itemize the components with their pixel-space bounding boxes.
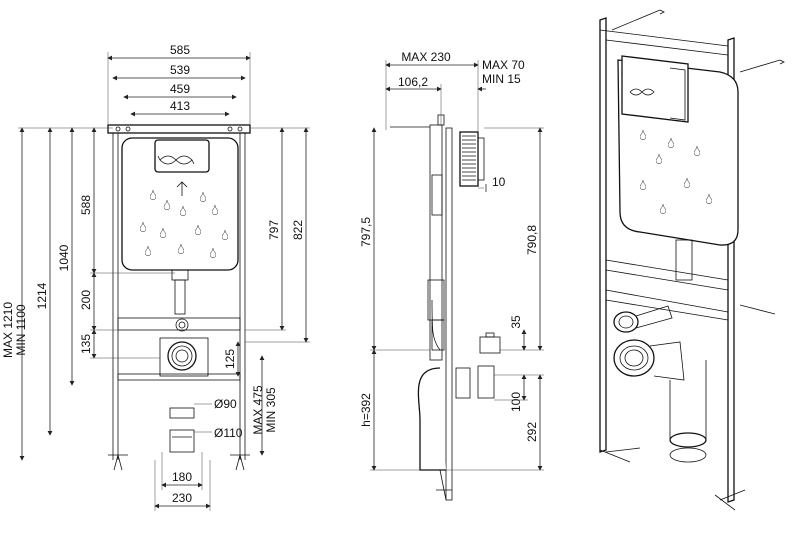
front-bottom-dimensions: 180 230 [154,452,211,511]
side-left-dimensions: 797,5 h=392 [359,127,430,471]
side-right-dimensions: 10 790,8 35 100 292 [446,127,544,471]
dim-413: 413 [170,99,190,113]
front-pipe-dimensions: Ø90 Ø110 [194,397,243,440]
dim-h-392: h=392 [359,393,373,427]
iso-cistern [617,55,739,281]
side-top-dimensions: MAX 230 MAX 70 MIN 15 106,2 [385,50,525,132]
dim-200: 200 [79,290,93,310]
dim-max-475: MAX 475 [251,385,265,435]
dim-min-1100: MIN 1100 [14,304,28,355]
dim-822: 822 [291,220,305,240]
front-frame [107,124,251,471]
front-right-dimensions: 797 822 125 MAX 475 MIN 305 [223,127,310,456]
front-left-dimensions: MAX 1210 MIN 1100 1214 1040 588 200 135 [1,127,175,461]
dim-797: 797 [267,220,281,240]
dim-dia-90: Ø90 [214,397,237,411]
side-view: MAX 230 MAX 70 MIN 15 106,2 797,5 h=392 [359,50,544,501]
dim-106-2: 106,2 [398,75,428,89]
dim-790-8: 790,8 [525,225,539,255]
dim-max-230: MAX 230 [401,50,451,64]
dim-min-305: MIN 305 [264,387,278,433]
dim-585: 585 [170,43,190,57]
side-frame [390,114,501,501]
dim-292: 292 [525,422,539,442]
front-top-dimensions: 585 539 459 413 [107,43,251,125]
front-cistern [121,137,239,332]
dim-min-15: MIN 15 [482,72,521,86]
dim-100: 100 [509,392,523,412]
dim-1040: 1040 [57,244,71,271]
dim-135: 135 [79,334,93,354]
dim-230: 230 [172,491,192,505]
isometric-view [599,9,785,511]
dim-dia-110: Ø110 [214,426,243,440]
front-drain [159,337,209,453]
dim-max-1210: MAX 1210 [1,302,15,358]
dim-35: 35 [509,315,523,329]
dim-125: 125 [223,349,237,369]
dim-797-5: 797,5 [359,217,373,247]
front-view: 585 539 459 413 MAX 1210 MIN 1100 1214 1… [1,43,310,511]
iso-plumbing [613,305,707,463]
dim-180: 180 [172,470,192,484]
dim-588: 588 [79,195,93,215]
dim-539: 539 [170,63,190,77]
dim-max-70: MAX 70 [482,58,525,72]
dim-1214: 1214 [35,282,49,309]
dim-10: 10 [492,175,506,189]
dim-459: 459 [170,82,190,96]
